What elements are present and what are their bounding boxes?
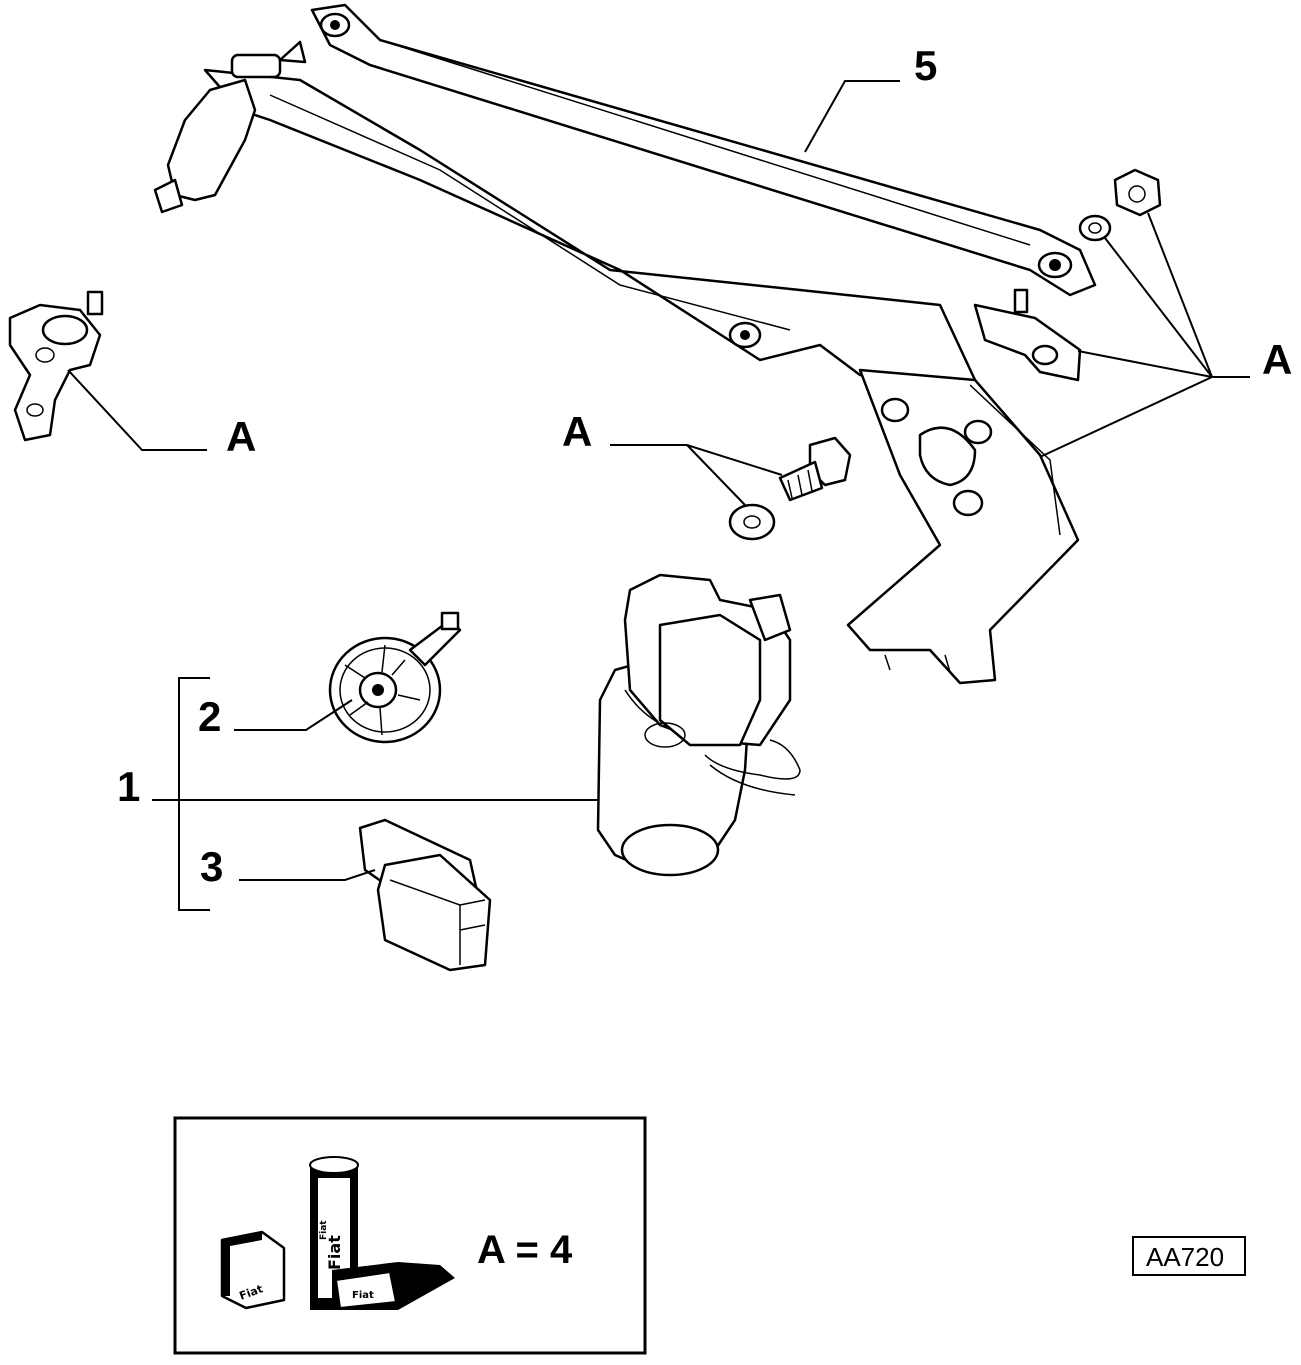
legend-tube-label: Fiat	[325, 1235, 344, 1270]
nut-and-washer	[1078, 168, 1162, 242]
callout-a-middle: A	[562, 408, 592, 455]
legend-bar-label: Fiat	[352, 1290, 374, 1301]
motor-cover	[358, 818, 492, 972]
legend-equation: A = 4	[477, 1228, 573, 1272]
right-pivot-plate	[973, 288, 1082, 382]
diagram-code: AA720	[1146, 1242, 1224, 1272]
bolt-and-washer	[728, 436, 852, 541]
left-pivot-assembly	[8, 290, 104, 442]
wiper-motor	[596, 573, 801, 877]
motor-gear	[328, 611, 462, 744]
wiper-linkage-rods	[153, 3, 1097, 685]
adhesive-legend: Fiat Fiat Fiat Fiat A = 4	[173, 1116, 647, 1355]
diagram-code-box: AA720	[1132, 1236, 1246, 1276]
leader-lines	[67, 80, 1250, 911]
callout-part-5: 5	[914, 42, 937, 89]
callout-part-1: 1	[117, 763, 140, 810]
callout-part-3: 3	[200, 843, 223, 890]
callout-a-right: A	[1262, 336, 1292, 383]
legend-tube-label-small: Fiat	[319, 1220, 329, 1240]
callout-a-left: A	[226, 413, 256, 460]
callout-part-2: 2	[198, 693, 221, 740]
callout-labels: 5 A A A 2 1 3	[117, 42, 1292, 890]
